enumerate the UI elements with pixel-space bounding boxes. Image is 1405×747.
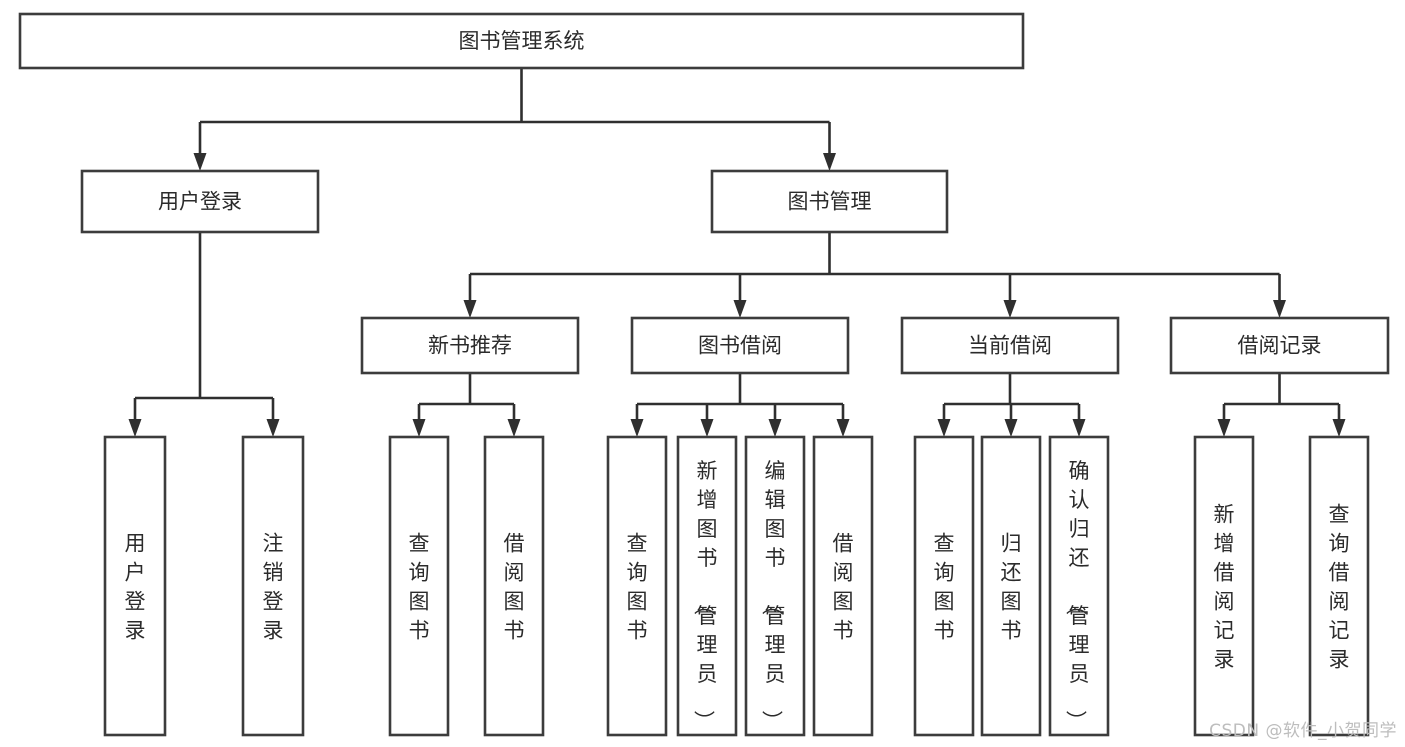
node-label: 新增图书（管理员） [692, 459, 718, 731]
connector-layer [128, 68, 1346, 437]
node-box[interactable] [1308, 435, 1370, 737]
node-leaf-add-book[interactable]: 新增图书（管理员） [676, 435, 738, 737]
arrow-head-icon [507, 419, 521, 437]
node-box[interactable] [1169, 316, 1390, 375]
node-label: 图书管理系统 [459, 29, 585, 53]
node-label: 用户登录 [125, 532, 146, 643]
node-leaf-return-book[interactable]: 归还图书 [980, 435, 1042, 737]
node-label: 图书借阅 [698, 334, 782, 358]
node-box[interactable] [18, 12, 1025, 70]
node-label: 查询图书 [934, 532, 955, 643]
node-box[interactable] [812, 435, 874, 737]
node-label: 借阅记录 [1238, 334, 1322, 358]
node-leaf-borrow-book[interactable]: 借阅图书 [812, 435, 874, 737]
node-leaf-query-record[interactable]: 查询借阅记录 [1308, 435, 1370, 737]
node-leaf-query-book-cur[interactable]: 查询图书 [913, 435, 975, 737]
node-box[interactable] [80, 169, 320, 234]
node-label: 图书管理 [788, 190, 872, 214]
node-box[interactable] [744, 435, 806, 737]
connector-group-book-manage [463, 232, 1286, 318]
node-leaf-confirm-return[interactable]: 确认归还（管理员） [1048, 435, 1110, 737]
node-label: 归还图书 [1001, 532, 1022, 643]
node-box[interactable] [388, 435, 450, 737]
node-box[interactable] [676, 435, 738, 737]
arrow-head-icon [630, 419, 644, 437]
connector-group-book-borrow [630, 373, 850, 437]
connector-group-borrow-record [1217, 373, 1346, 437]
arrow-head-icon [733, 300, 747, 318]
arrow-head-icon [1273, 300, 1286, 318]
arrow-head-icon [836, 419, 850, 437]
connector-group-root [193, 68, 836, 171]
node-box[interactable] [710, 169, 949, 234]
node-box[interactable] [1193, 435, 1255, 737]
connector-group-new-book-rec [412, 373, 521, 437]
connector-group-user-login [128, 232, 280, 437]
node-label: 编辑图书（管理员） [760, 459, 786, 731]
node-box[interactable] [483, 435, 545, 737]
arrow-head-icon [1003, 300, 1017, 318]
arrow-head-icon [937, 419, 951, 437]
node-layer: 图书管理系统用户登录图书管理新书推荐图书借阅当前借阅借阅记录用户登录注销登录查询… [18, 12, 1390, 737]
arrow-head-icon [1072, 419, 1086, 437]
arrow-head-icon [266, 419, 280, 437]
node-leaf-logout[interactable]: 注销登录 [241, 435, 305, 737]
node-current-borrow[interactable]: 当前借阅 [900, 316, 1120, 375]
arrow-head-icon [1217, 419, 1231, 437]
node-label: 查询图书 [627, 532, 648, 643]
arrow-head-icon [463, 300, 477, 318]
node-box[interactable] [360, 316, 580, 375]
connector-group-current-borrow [937, 373, 1086, 437]
arrow-head-icon [768, 419, 782, 437]
node-box[interactable] [913, 435, 975, 737]
arrow-head-icon [823, 153, 836, 171]
arrow-head-icon [128, 419, 142, 437]
node-box[interactable] [980, 435, 1042, 737]
node-label: 借阅图书 [833, 532, 854, 643]
node-user-login[interactable]: 用户登录 [80, 169, 320, 234]
node-borrow-record[interactable]: 借阅记录 [1169, 316, 1390, 375]
arrow-head-icon [1004, 419, 1018, 437]
node-box[interactable] [630, 316, 850, 375]
node-label: 借阅图书 [504, 532, 525, 643]
node-leaf-borrow-book-rec[interactable]: 借阅图书 [483, 435, 545, 737]
node-label: 新书推荐 [428, 334, 512, 358]
node-box[interactable] [103, 435, 167, 737]
watermark-text: CSDN @软件_小贺同学 [1209, 721, 1397, 741]
node-label: 注销登录 [263, 532, 284, 643]
node-leaf-edit-book[interactable]: 编辑图书（管理员） [744, 435, 806, 737]
node-label: 新增借阅记录 [1214, 503, 1235, 672]
node-label: 查询借阅记录 [1329, 503, 1350, 672]
node-book-manage[interactable]: 图书管理 [710, 169, 949, 234]
node-new-book-rec[interactable]: 新书推荐 [360, 316, 580, 375]
node-leaf-user-login[interactable]: 用户登录 [103, 435, 167, 737]
node-leaf-add-record[interactable]: 新增借阅记录 [1193, 435, 1255, 737]
node-box[interactable] [900, 316, 1120, 375]
arrow-head-icon [700, 419, 714, 437]
node-root[interactable]: 图书管理系统 [18, 12, 1025, 70]
node-label: 确认归还（管理员） [1064, 459, 1090, 731]
arrow-head-icon [412, 419, 426, 437]
arrow-head-icon [1332, 419, 1346, 437]
node-box[interactable] [241, 435, 305, 737]
node-leaf-query-book-rec[interactable]: 查询图书 [388, 435, 450, 737]
node-leaf-query-book-borrow[interactable]: 查询图书 [606, 435, 668, 737]
node-label: 当前借阅 [968, 334, 1052, 358]
node-box[interactable] [1048, 435, 1110, 737]
node-box[interactable] [606, 435, 668, 737]
node-book-borrow[interactable]: 图书借阅 [630, 316, 850, 375]
arrow-head-icon [193, 153, 207, 171]
node-label: 用户登录 [158, 190, 242, 214]
node-label: 查询图书 [409, 532, 430, 643]
